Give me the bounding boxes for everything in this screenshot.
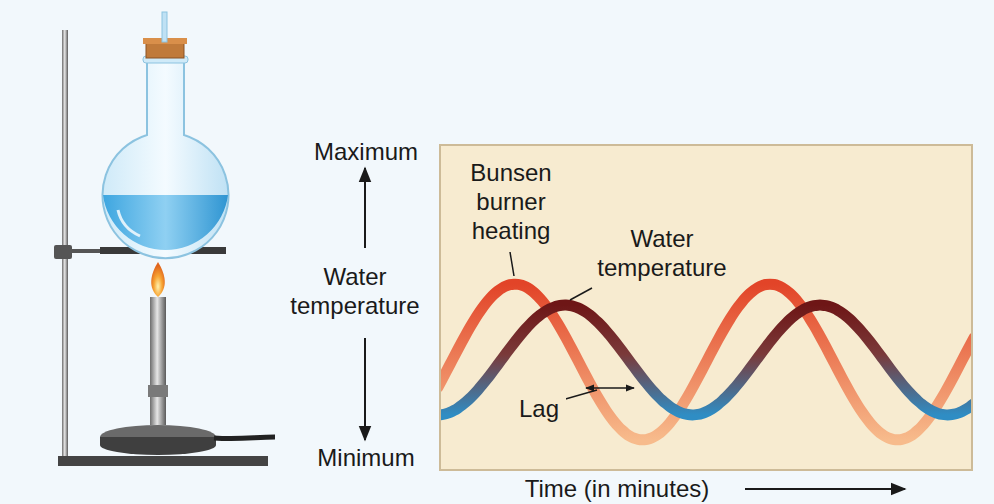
- curve-label: Bunsen burner heating: [452, 158, 570, 245]
- leader-line: [510, 252, 514, 276]
- flask: [102, 12, 228, 258]
- axis-title: Water temperature: [270, 262, 440, 320]
- chart-panel: [440, 145, 972, 470]
- stand-base: [58, 456, 268, 466]
- bunsen-burner: [100, 262, 275, 455]
- leader-line: [562, 390, 597, 400]
- lag-label: Lag: [512, 394, 566, 423]
- lag-arrow: [586, 387, 634, 389]
- burner-curve: [441, 284, 971, 440]
- axis-min-label: Minimum: [298, 443, 434, 472]
- leader-line: [570, 288, 592, 300]
- curve-label: Water temperature: [572, 224, 752, 282]
- axis-max-label: Maximum: [298, 137, 434, 166]
- axis-title: Time (in minutes): [494, 474, 740, 503]
- time-arrow: [745, 488, 905, 490]
- axis-arrow: [364, 338, 366, 440]
- axis-arrow: [364, 168, 366, 248]
